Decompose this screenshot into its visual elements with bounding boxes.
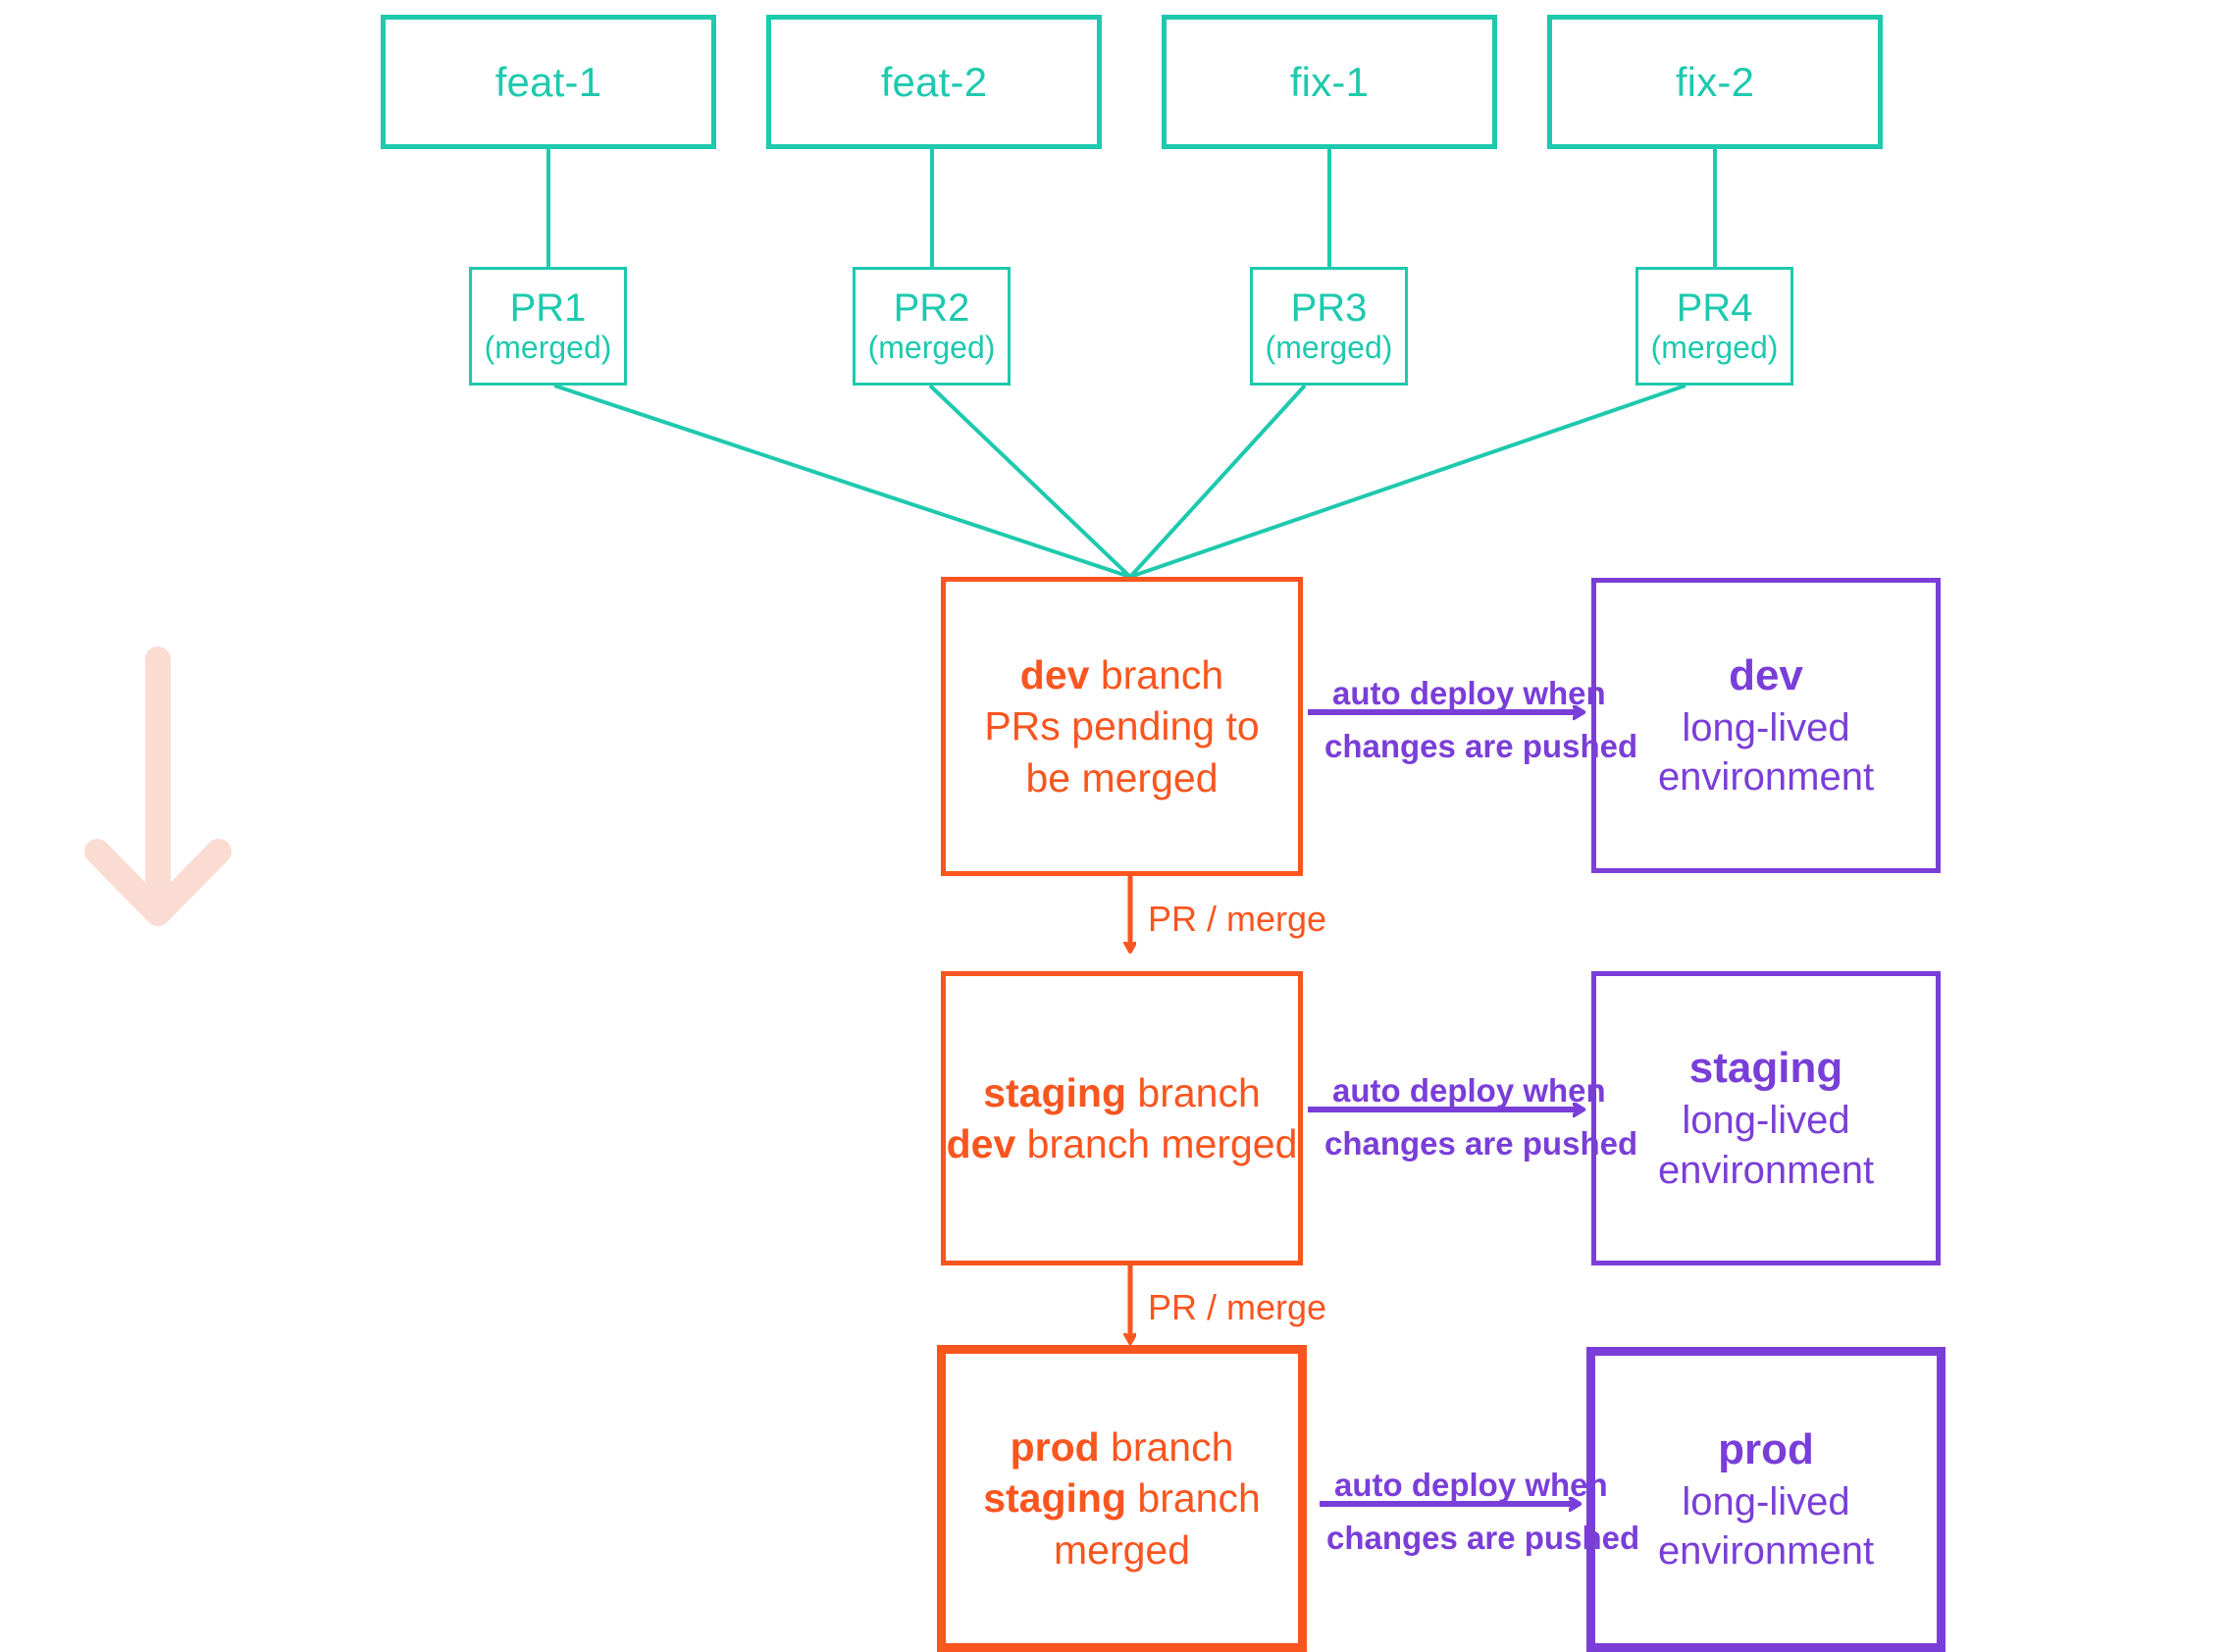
environment-box-dev[interactable]: dev long-lived environment [1591,578,1941,873]
feature-branch-label: feat-1 [494,58,602,105]
pull-request-title: PR3 [1290,286,1368,331]
branch-name: dev [1019,651,1090,697]
pull-request-box-pr1[interactable]: PR1 (merged) [469,267,627,386]
pull-request-title: PR4 [1676,286,1753,331]
pull-request-status: (merged) [484,329,612,365]
pull-request-status: (merged) [1650,329,1779,365]
deploy-label-dev-line2: changes are pushed [1324,728,1638,764]
environment-name: staging [1688,1044,1843,1093]
branch-detail: staging branch merged [975,1472,1270,1575]
environment-sub-line-2: environment [1657,1529,1875,1574]
environment-sub-line-1: long-lived [1682,1099,1850,1143]
environment-sub-line-2: environment [1657,1148,1875,1192]
branch-title: prod branch [1011,1421,1234,1472]
branch-title: staging branch [983,1067,1261,1118]
branch-box-dev[interactable]: dev branch PRs pending to be merged [941,577,1303,876]
merge-label-staging-to-prod: PR / merge [1148,1287,1327,1327]
environment-name: prod [1718,1424,1814,1473]
feature-to-pr-connectors [546,149,1717,267]
deploy-label-prod-line1: auto deploy when [1334,1467,1608,1503]
environment-sub-line-1: long-lived [1682,705,1850,749]
branch-suffix: branch [1126,1069,1261,1115]
deploy-label-staging-line1: auto deploy when [1332,1072,1606,1109]
branch-detail-source: staging [983,1475,1127,1522]
environment-name: dev [1729,650,1803,699]
feature-branch-box-fix-2[interactable]: fix-2 [1547,15,1883,149]
flow-direction-arrow [84,646,232,926]
branch-suffix: branch [1099,1423,1234,1470]
environment-sub-line-1: long-lived [1682,1479,1850,1523]
pull-request-box-pr2[interactable]: PR2 (merged) [853,267,1011,386]
environment-sub-line-2: environment [1657,755,1875,800]
pull-request-title: PR1 [509,286,587,331]
pull-request-status: (merged) [1265,329,1393,365]
branch-detail-source: dev [946,1121,1016,1166]
feature-branch-box-fix-1[interactable]: fix-1 [1162,15,1497,149]
branch-detail: PRs pending to be merged [984,703,1260,800]
deploy-label-staging-line2: changes are pushed [1324,1125,1638,1162]
feature-branch-label: feat-2 [880,58,988,105]
branch-name: staging [983,1069,1127,1115]
branch-suffix: branch [1089,651,1224,697]
deploy-label-prod-line2: changes are pushed [1326,1520,1640,1556]
merge-label-dev-to-staging: PR / merge [1148,899,1327,939]
pull-request-title: PR2 [893,286,970,331]
environment-box-prod[interactable]: prod long-lived environment [1586,1347,1946,1652]
feature-branch-box-feat-2[interactable]: feat-2 [766,15,1102,149]
branch-box-prod[interactable]: prod branch staging branch merged [937,1345,1307,1652]
branch-name: prod [1010,1423,1100,1470]
pull-request-status: (merged) [867,329,996,365]
branch-detail-rest: branch merged [1015,1121,1298,1166]
pull-request-box-pr4[interactable]: PR4 (merged) [1635,267,1793,386]
deploy-label-dev-line1: auto deploy when [1332,675,1606,711]
feature-branch-box-feat-1[interactable]: feat-1 [381,15,716,149]
pull-request-box-pr3[interactable]: PR3 (merged) [1250,267,1408,386]
pr-to-dev-connectors [553,384,1686,579]
branch-detail-rest: branch merged [1053,1475,1261,1573]
feature-branch-label: fix-2 [1675,58,1755,105]
branch-detail: dev branch merged [947,1118,1298,1169]
feature-branch-label: fix-1 [1289,58,1370,105]
branch-box-staging[interactable]: staging branch dev branch merged [941,971,1303,1265]
branch-title: dev branch [1020,649,1223,700]
environment-box-staging[interactable]: staging long-lived environment [1591,971,1941,1265]
